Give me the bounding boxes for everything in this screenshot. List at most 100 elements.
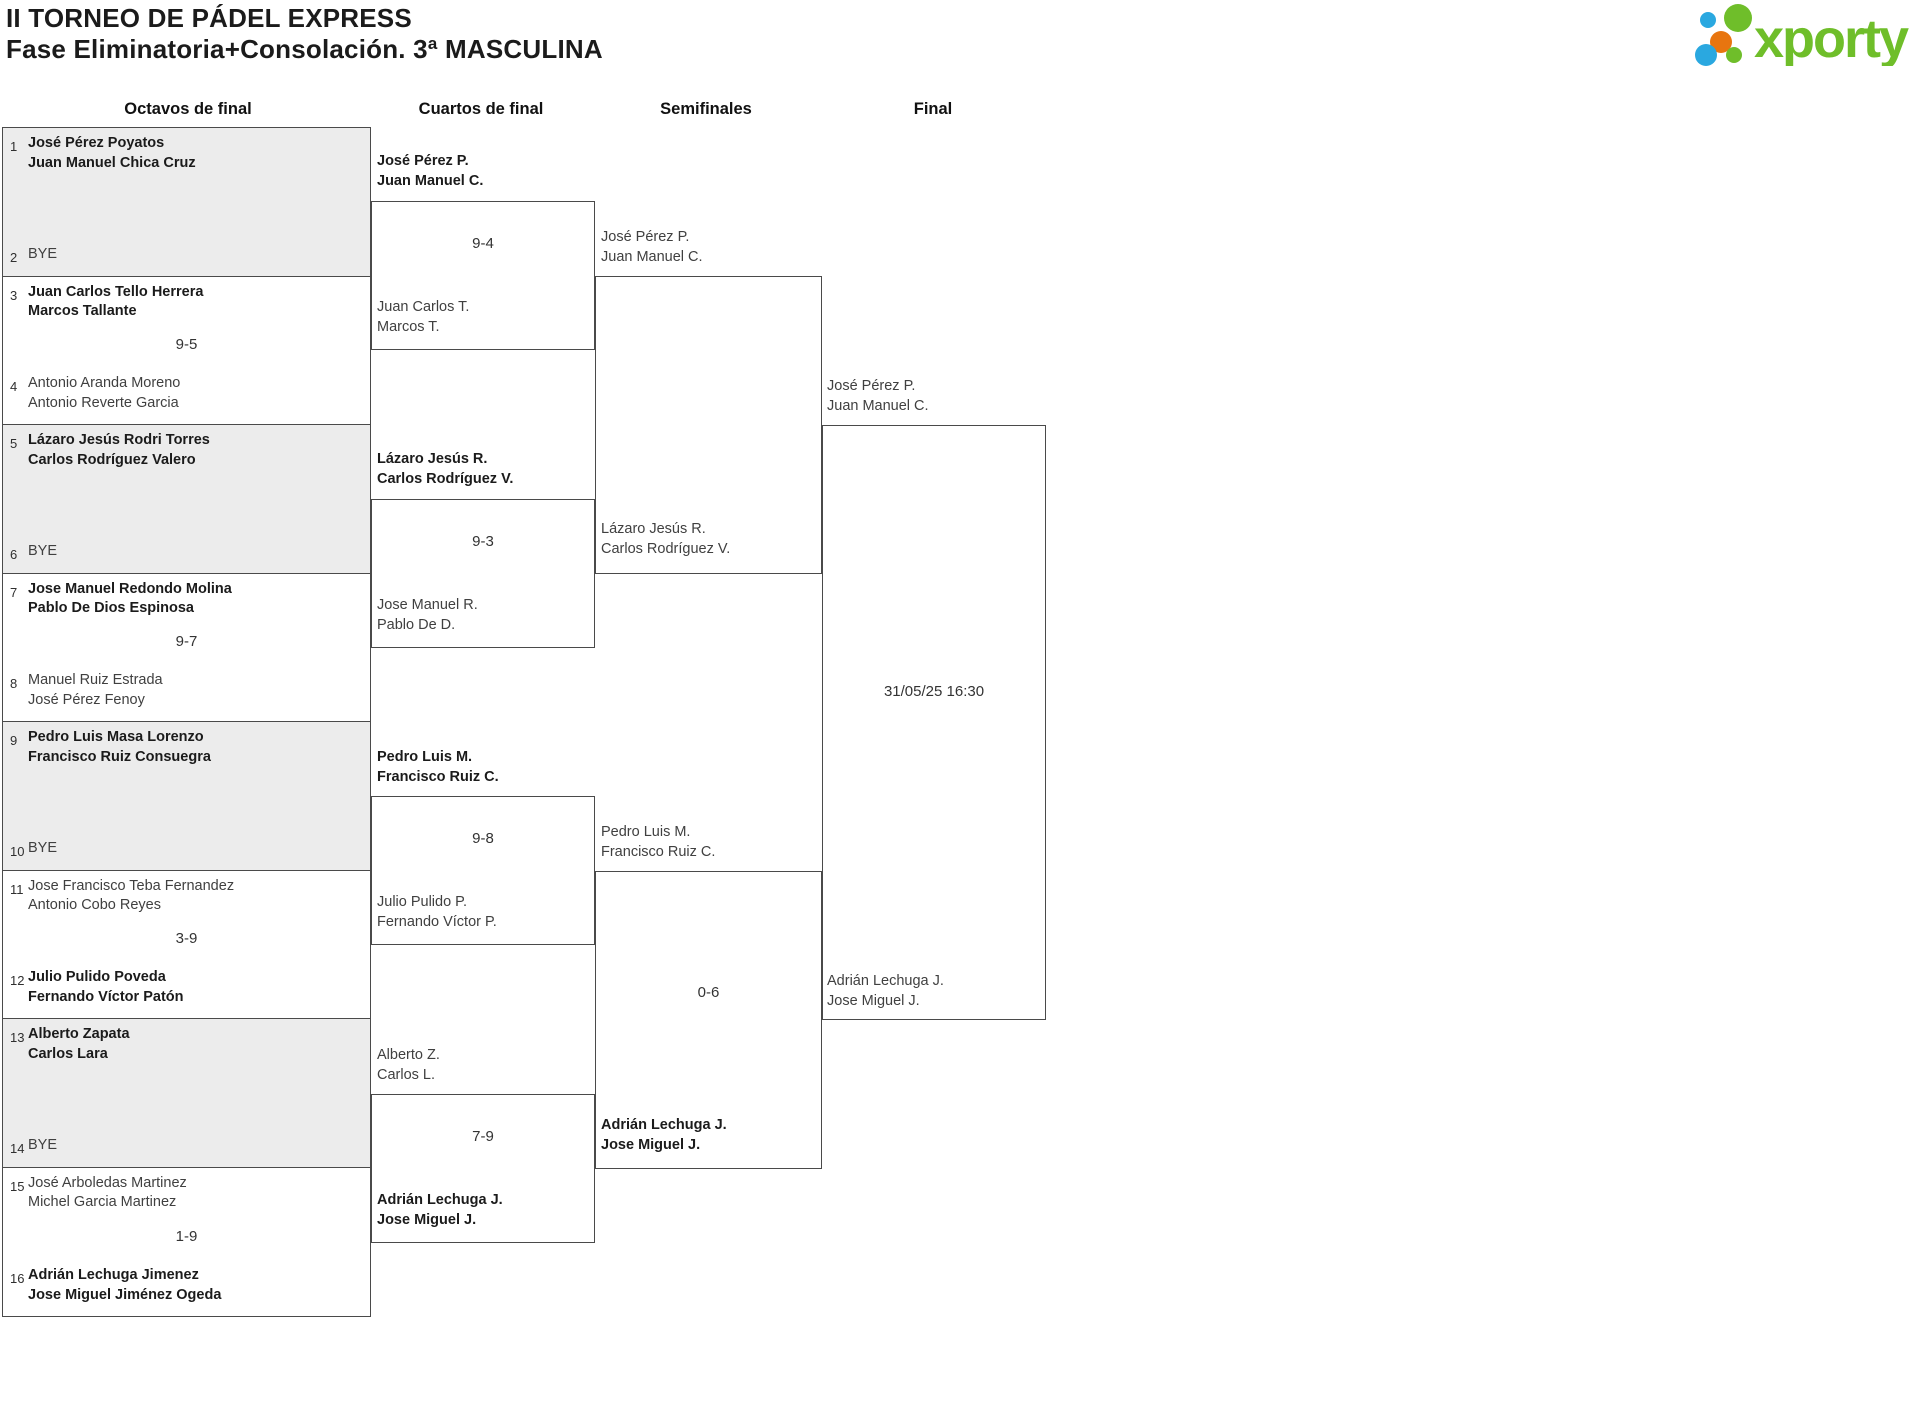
seed-number: 15 <box>10 1178 25 1194</box>
player-name: Adrián Lechuga J. <box>827 973 944 989</box>
team-names: BYE <box>28 542 57 562</box>
seed-number: 12 <box>10 973 25 988</box>
round-header-cuartos: Cuartos de final <box>418 100 544 118</box>
bracket-slot: 4 Antonio Aranda Moreno Antonio Reverte … <box>10 374 364 413</box>
seed-number: 2 <box>10 249 18 265</box>
seed-number: 3 <box>10 287 18 303</box>
player-name: Jose Manuel Redondo Molina <box>28 580 232 597</box>
advancing-team-label: Adrián Lechuga J. Jose Miguel J. <box>377 1191 503 1230</box>
octavos-block: 5 Lázaro Jesús Rodri Torres Carlos Rodrí… <box>3 425 370 574</box>
player-name: BYE <box>28 1136 58 1153</box>
quarterfinal-box <box>371 1094 595 1243</box>
player-name: Francisco Ruiz Consuegra <box>28 748 211 765</box>
seed-number: 9 <box>10 733 18 748</box>
seed-number: 11 <box>10 881 24 897</box>
octavos-block: 7 Jose Manuel Redondo Molina Pablo De Di… <box>3 573 370 722</box>
match-score: 7-9 <box>472 1128 494 1145</box>
player-name: Alberto Z. <box>377 1047 440 1063</box>
match-score: 9-3 <box>472 533 494 550</box>
team-names: BYE <box>28 839 57 859</box>
player-name: BYE <box>28 542 58 559</box>
bracket-slot: 8 Manuel Ruiz Estrada José Pérez Fenoy <box>10 671 364 710</box>
advancing-team-label: Lázaro Jesús R. Carlos Rodríguez V. <box>601 520 730 559</box>
team-names: Jose Francisco Teba Fernandez Antonio Co… <box>28 877 234 916</box>
player-name: Antonio Reverte Garcia <box>28 394 179 411</box>
semifinal-box <box>595 276 822 574</box>
player-name: Lázaro Jesús R. <box>377 451 488 467</box>
quarterfinal-box <box>371 499 595 648</box>
player-name: Alberto Zapata <box>28 1026 130 1042</box>
player-name: Adrián Lechuga Jimenez <box>28 1267 199 1283</box>
team-names: Manuel Ruiz Estrada José Pérez Fenoy <box>28 671 163 710</box>
seed-number: 1 <box>10 139 18 154</box>
team-names: Lázaro Jesús Rodri Torres Carlos Rodrígu… <box>28 431 210 470</box>
seed-number: 10 <box>10 843 25 859</box>
seed-number: 8 <box>10 676 18 691</box>
quarterfinal-box <box>371 201 595 350</box>
advancing-team-label: Alberto Z. Carlos L. <box>377 1046 440 1085</box>
player-name: José Arboledas Martinez <box>28 1174 187 1191</box>
player-name: Jose Manuel R. <box>377 597 478 613</box>
match-score: 1-9 <box>175 1227 198 1245</box>
player-name: Julio Pulido Poveda <box>28 969 166 985</box>
player-name: Jose Miguel J. <box>377 1211 477 1228</box>
player-name: Juan Manuel C. <box>377 172 484 189</box>
logo-dot-icon <box>1695 44 1717 66</box>
final-schedule: 31/05/25 16:30 <box>883 683 985 700</box>
bracket-slot: 2 BYE <box>10 245 364 265</box>
bracket-slot: 16 Adrián Lechuga Jimenez Jose Miguel Ji… <box>10 1266 364 1305</box>
player-name: Jose Miguel J. <box>827 992 920 1009</box>
player-name: Jose Francisco Teba Fernandez <box>28 877 235 894</box>
xporty-logo: xporty <box>1695 4 1911 66</box>
bracket-slot: 5 Lázaro Jesús Rodri Torres Carlos Rodrí… <box>10 431 364 470</box>
bracket-slot: 14 BYE <box>10 1136 364 1156</box>
player-name: Antonio Aranda Moreno <box>28 375 181 391</box>
team-names: Antonio Aranda Moreno Antonio Reverte Ga… <box>28 374 180 413</box>
bracket-slot: 13 Alberto Zapata Carlos Lara <box>10 1025 364 1064</box>
player-name: Pedro Luis M. <box>601 824 691 840</box>
player-name: José Pérez Fenoy <box>28 691 145 708</box>
bracket-slot: 1 José Pérez Poyatos Juan Manuel Chica C… <box>10 134 364 173</box>
player-name: Carlos Rodríguez Valero <box>28 451 196 468</box>
team-names: Julio Pulido Poveda Fernando Víctor Pató… <box>28 968 184 1007</box>
seed-number: 5 <box>10 436 18 451</box>
advancing-team-label: Pedro Luis M. Francisco Ruiz C. <box>377 748 499 787</box>
team-names: José Arboledas Martinez Michel Garcia Ma… <box>28 1174 187 1213</box>
player-name: Fernando Víctor P. <box>377 913 497 930</box>
player-name: José Pérez P. <box>601 229 690 245</box>
player-name: BYE <box>28 839 58 856</box>
match-score: 9-8 <box>472 830 494 847</box>
team-names: Jose Manuel Redondo Molina Pablo De Dios… <box>28 580 232 619</box>
bracket-slot: 11 Jose Francisco Teba Fernandez Antonio… <box>10 877 364 916</box>
match-score: 9-5 <box>175 336 198 354</box>
bracket-slot: 12 Julio Pulido Poveda Fernando Víctor P… <box>10 968 364 1007</box>
match-score: 9-4 <box>472 235 494 252</box>
player-name: Juan Carlos Tello Herrera <box>28 283 204 300</box>
octavos-block: 1 José Pérez Poyatos Juan Manuel Chica C… <box>3 128 370 277</box>
player-name: Julio Pulido P. <box>377 894 468 910</box>
player-name: Pablo De D. <box>377 616 456 633</box>
advancing-team-label: Jose Manuel R. Pablo De D. <box>377 596 478 635</box>
page-title: II TORNEO DE PÁDEL EXPRESS <box>6 3 412 33</box>
octavos-block: 11 Jose Francisco Teba Fernandez Antonio… <box>3 870 370 1019</box>
logo-dot-icon <box>1726 47 1742 63</box>
page-subtitle: Fase Eliminatoria+Consolación. 3ª MASCUL… <box>6 34 603 64</box>
player-name: Juan Carlos T. <box>377 299 470 315</box>
player-name: Carlos Rodríguez V. <box>601 540 731 557</box>
bracket-slot: 10 BYE <box>10 839 364 859</box>
player-name: Adrián Lechuga J. <box>601 1117 727 1133</box>
player-name: Juan Manuel C. <box>827 397 929 414</box>
player-name: José Pérez P. <box>377 153 469 169</box>
round-header-final: Final <box>913 100 953 118</box>
player-name: Francisco Ruiz C. <box>377 768 499 785</box>
octavos-block: 15 José Arboledas Martinez Michel Garcia… <box>3 1167 370 1316</box>
seed-number: 7 <box>10 584 18 600</box>
player-name: Lázaro Jesús R. <box>601 521 706 537</box>
player-name: Carlos Rodríguez V. <box>377 470 514 487</box>
bracket-slot: 7 Jose Manuel Redondo Molina Pablo De Di… <box>10 580 364 619</box>
seed-number: 16 <box>10 1271 25 1286</box>
player-name: Juan Manuel Chica Cruz <box>28 154 196 171</box>
team-names: BYE <box>28 1136 57 1156</box>
team-names: Pedro Luis Masa Lorenzo Francisco Ruiz C… <box>28 728 211 767</box>
player-name: Pedro Luis Masa Lorenzo <box>28 729 204 745</box>
